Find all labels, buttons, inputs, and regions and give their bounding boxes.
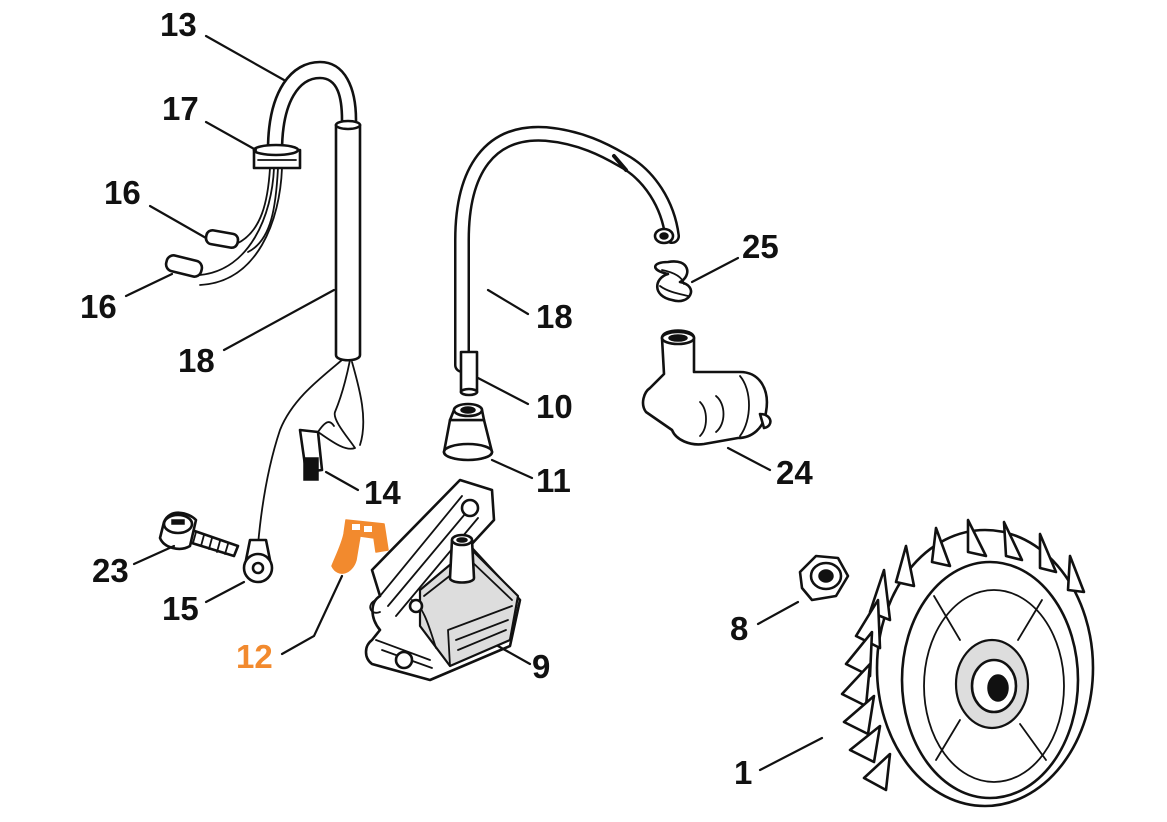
callout-11: 11 bbox=[536, 462, 571, 499]
callout-18-left: 18 bbox=[178, 342, 215, 379]
ignition-module-9 bbox=[364, 478, 522, 682]
flywheel-1 bbox=[840, 518, 1095, 808]
terminal-14 bbox=[298, 421, 335, 481]
callout-23: 23 bbox=[92, 552, 129, 589]
screw-23 bbox=[158, 511, 240, 558]
leader-lines bbox=[124, 34, 824, 772]
callout-14: 14 bbox=[364, 474, 401, 511]
nut-8 bbox=[798, 554, 850, 602]
cap-11 bbox=[442, 402, 494, 462]
callout-15: 15 bbox=[162, 590, 199, 627]
callout-16-lower: 16 bbox=[80, 288, 117, 325]
ground-wire-assembly bbox=[164, 60, 365, 584]
ignition-lead-assembly bbox=[454, 125, 680, 397]
callout-24: 24 bbox=[776, 454, 813, 491]
spark-plug-boot-24 bbox=[641, 329, 772, 446]
callout-1: 1 bbox=[734, 754, 752, 791]
ring-terminal-15 bbox=[242, 538, 274, 584]
callout-13: 13 bbox=[160, 6, 197, 43]
callout-8: 8 bbox=[730, 610, 748, 647]
callout-16-upper: 16 bbox=[104, 174, 141, 211]
callout-25: 25 bbox=[742, 228, 779, 265]
spring-25 bbox=[653, 260, 693, 303]
callout-17: 17 bbox=[162, 90, 199, 127]
clip-12-highlighted bbox=[331, 519, 389, 574]
callout-18-right: 18 bbox=[536, 298, 573, 335]
connector-16-upper bbox=[204, 228, 240, 250]
callout-10: 10 bbox=[536, 388, 573, 425]
callout-12-highlighted: 12 bbox=[236, 638, 273, 675]
callout-9: 9 bbox=[532, 648, 550, 685]
connector-16-lower bbox=[164, 254, 204, 278]
callout-labels: 13 17 16 16 18 18 25 10 11 24 14 23 15 1… bbox=[80, 6, 813, 791]
